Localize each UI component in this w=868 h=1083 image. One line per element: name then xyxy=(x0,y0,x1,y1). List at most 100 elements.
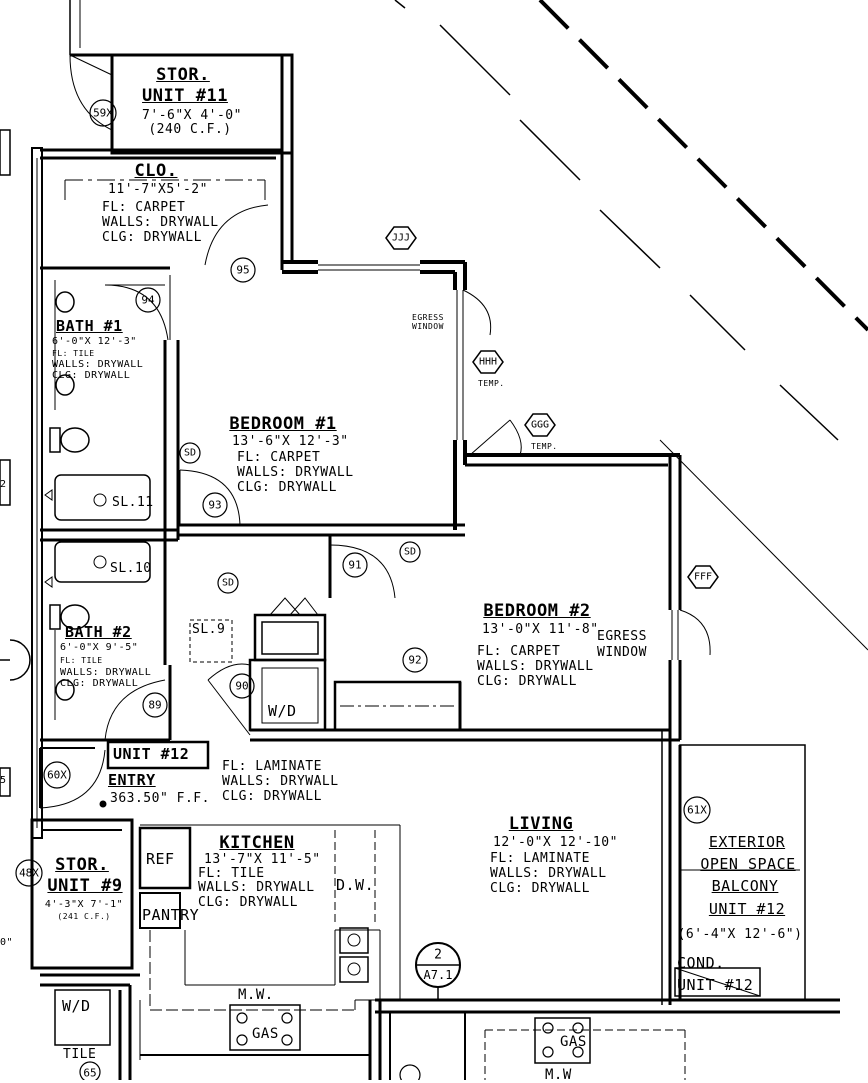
entry-walls: WALLS: DRYWALL xyxy=(222,774,339,789)
bath1-ceiling: CLG: DRYWALL xyxy=(52,370,131,381)
smoke-detector-1: SD xyxy=(183,447,197,459)
door-tag-94: 94 xyxy=(141,293,155,307)
stor11-unit: UNIT #11 xyxy=(142,86,228,106)
pantry xyxy=(139,892,181,929)
bed2-title: BEDROOM #2 xyxy=(483,601,591,621)
stor9-title: STOR. xyxy=(55,855,109,875)
microwave-label: M.W. xyxy=(238,987,274,1003)
sl10-label: SL.10 xyxy=(110,561,152,576)
stor9-dims: 4'-3"X 7'-1" xyxy=(44,899,124,910)
entry-unit-label-box xyxy=(106,740,210,770)
bed2-floor: FL: CARPET xyxy=(477,644,561,659)
tile-label: TILE xyxy=(63,1047,97,1062)
hex-tag-fff xyxy=(687,565,719,589)
bath2-title: BATH #2 xyxy=(65,623,132,641)
stor9-volume: (241 C.F.) xyxy=(57,912,111,921)
bath1-floor: FL: TILE xyxy=(52,349,95,358)
bath2-walls: WALLS: DRYWALL xyxy=(60,667,152,678)
setback-line xyxy=(439,24,511,96)
bed2-dims: 13'-0"X 11'-8" xyxy=(482,622,599,637)
balcony-line-2: OPEN SPACE xyxy=(700,855,796,873)
door-tag-65: 65 xyxy=(83,1066,97,1080)
balcony-unit: UNIT #12 xyxy=(708,900,786,918)
door-tag-91: 91 xyxy=(348,558,362,572)
stor9-unit: UNIT #9 xyxy=(47,876,123,896)
living-title: LIVING xyxy=(508,814,574,834)
window-label-2: WINDOW xyxy=(597,645,647,660)
property-line-light xyxy=(394,0,406,9)
section-number: 2 xyxy=(434,947,442,963)
cooktop xyxy=(229,1004,301,1051)
gas-label: GAS xyxy=(252,1026,279,1042)
shower-1 xyxy=(54,474,151,521)
kitchen-floor: FL: TILE xyxy=(198,866,265,881)
door-tag-59x: 59X xyxy=(93,106,113,120)
hex-jjj-label: JJJ xyxy=(391,232,411,244)
edge-label-2: 5 xyxy=(0,775,7,786)
section-sheet: A7.1 xyxy=(423,968,453,982)
bath1-walls: WALLS: DRYWALL xyxy=(52,359,144,370)
entry-floor: FL: LAMINATE xyxy=(222,759,322,774)
kitchen-walls: WALLS: DRYWALL xyxy=(198,880,315,895)
door-tag-60x: 60X xyxy=(47,768,67,782)
dishwasher-label: D.W. xyxy=(336,876,375,894)
clo-walls: WALLS: DRYWALL xyxy=(102,215,219,230)
smoke-detector-3: SD xyxy=(221,577,235,589)
door-tag-92: 92 xyxy=(408,653,422,667)
kitchen-ceiling: CLG: DRYWALL xyxy=(198,895,298,910)
door-tag-circle xyxy=(89,99,117,127)
shower-2 xyxy=(54,541,151,583)
sl9-label: SL.9 xyxy=(192,622,226,637)
ref-label: REF xyxy=(146,850,175,868)
clo-dims: 11'-7"X5'-2" xyxy=(108,182,208,197)
wd-label-2: W/D xyxy=(62,997,91,1015)
bed1-walls: WALLS: DRYWALL xyxy=(237,465,354,480)
edge-label-3: 0" xyxy=(0,937,14,948)
bed1-dims: 13'-6"X 12'-3" xyxy=(232,434,349,449)
kitchen-title: KITCHEN xyxy=(219,833,295,853)
hex-tag-jjj xyxy=(385,226,417,250)
clo-ceiling: CLG: DRYWALL xyxy=(102,230,202,245)
hex-tag-hhh xyxy=(472,350,504,374)
balcony-dims: (6'-4"X 12'-6") xyxy=(677,927,803,942)
door-tag-95: 95 xyxy=(236,263,250,277)
balcony-line-1: EXTERIOR xyxy=(708,833,786,851)
pantry-label: PANTRY xyxy=(142,906,200,924)
bath1-title: BATH #1 xyxy=(56,317,123,335)
stor11-dims: 7'-6"X 4'-0" xyxy=(142,108,242,123)
hex-ggg-label: GGG xyxy=(530,419,550,431)
living-floor: FL: LAMINATE xyxy=(490,851,590,866)
temp-label-2: TEMP. xyxy=(531,442,558,451)
entry-ceiling: CLG: DRYWALL xyxy=(222,789,322,804)
egress-label-1: EGRESS xyxy=(412,313,444,322)
hex-fff-label: FFF xyxy=(693,571,713,583)
bed2-walls: WALLS: DRYWALL xyxy=(477,659,594,674)
living-ceiling: CLG: DRYWALL xyxy=(490,881,590,896)
door-tag-89: 89 xyxy=(148,698,162,712)
hex-tag-ggg xyxy=(524,413,556,437)
clo-floor: FL: CARPET xyxy=(102,200,186,215)
property-line-dashed xyxy=(538,0,868,332)
entry-unit-label: UNIT #12 xyxy=(113,745,190,763)
sl11-label: SL.11 xyxy=(112,495,154,510)
stor11-volume: (240 C.F.) xyxy=(148,122,232,137)
temp-label-1: TEMP. xyxy=(478,379,505,388)
bath2-ceiling: CLG: DRYWALL xyxy=(60,678,139,689)
door-tag-93: 93 xyxy=(208,498,222,512)
wd-label-1: W/D xyxy=(268,702,297,720)
bed1-title: BEDROOM #1 xyxy=(229,414,337,434)
bed1-ceiling: CLG: DRYWALL xyxy=(237,480,337,495)
cond-unit: UNIT #12 xyxy=(677,976,754,994)
hex-hhh-label: HHH xyxy=(478,356,498,368)
bed1-floor: FL: CARPET xyxy=(237,450,321,465)
gas-label-2: GAS xyxy=(560,1034,587,1050)
bath2-dims: 6'-0"X 9'-5" xyxy=(60,642,139,653)
egress-label-2: EGRESS xyxy=(597,629,647,644)
kitchen-dims: 13'-7"X 11'-5" xyxy=(204,852,321,867)
door-tag-90: 90 xyxy=(235,679,249,693)
microwave-label-2: M.W xyxy=(545,1067,572,1083)
window-label-1: WINDOW xyxy=(412,322,444,331)
living-dims: 12'-0"X 12'-10" xyxy=(493,835,618,850)
stor11-title: STOR. xyxy=(156,65,210,85)
